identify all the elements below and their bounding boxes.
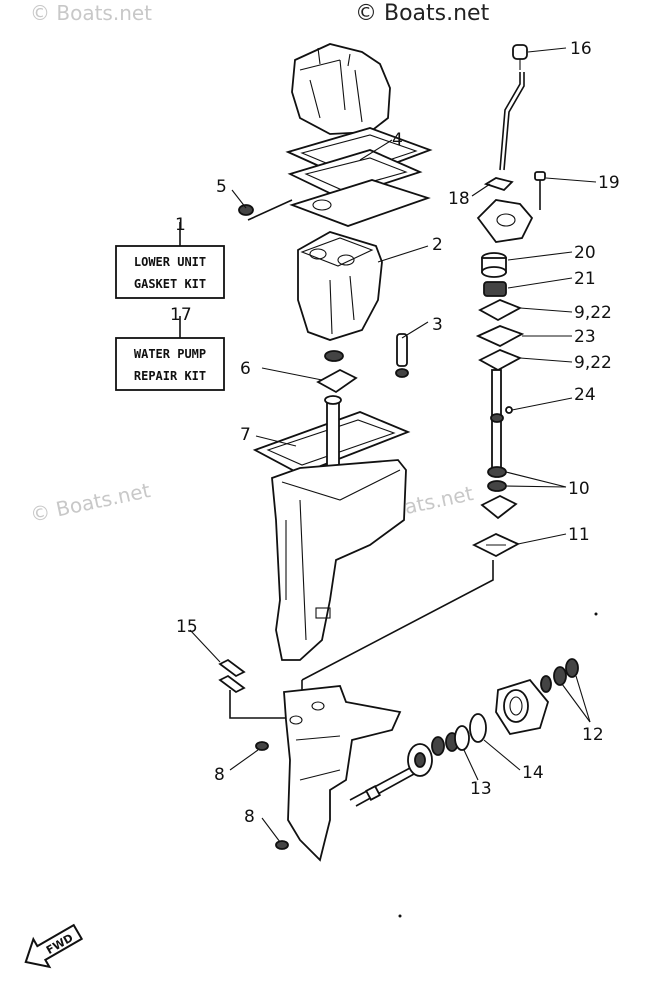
callout-23: 23 bbox=[574, 327, 596, 347]
assembly-line bbox=[301, 560, 494, 681]
callout-14: 14 bbox=[522, 763, 544, 783]
watermark: © Boats.net bbox=[30, 1, 152, 25]
water-tube-edge bbox=[503, 72, 525, 171]
part-21-impeller bbox=[483, 281, 507, 297]
callout-18: 18 bbox=[448, 189, 470, 209]
callout-8-drain: 8 bbox=[214, 765, 225, 785]
gearcase bbox=[283, 685, 402, 862]
bearing-housing bbox=[495, 678, 550, 736]
forward-gear bbox=[407, 743, 433, 777]
part-4-gasket bbox=[285, 127, 433, 199]
part-15-trim-tab-parts bbox=[218, 658, 246, 694]
kit-label-line: LOWER UNIT bbox=[134, 255, 206, 269]
part-18-grommet bbox=[483, 177, 514, 192]
callout-3: 3 bbox=[432, 315, 443, 335]
seal-ring bbox=[324, 350, 344, 362]
callout-16: 16 bbox=[570, 39, 592, 59]
propeller-shaft bbox=[349, 767, 415, 807]
callout-21: 21 bbox=[574, 269, 596, 289]
part-2-upper-casing bbox=[297, 231, 383, 341]
callout-15: 15 bbox=[176, 617, 198, 637]
lower-unit-gasket-kit-box: LOWER UNIT GASKET KIT bbox=[115, 245, 225, 299]
callout-2: 2 bbox=[432, 235, 443, 255]
dot bbox=[398, 914, 402, 918]
fwd-arrow: FWD bbox=[24, 923, 84, 969]
pump-housing bbox=[476, 199, 534, 243]
kit-label-line: WATER PUMP bbox=[134, 347, 206, 361]
part-8-vent-plug bbox=[275, 840, 289, 850]
callout-9-22-b: 9,22 bbox=[574, 353, 612, 373]
part-16-grommet bbox=[512, 44, 528, 70]
part-8-drain-plug bbox=[255, 741, 269, 751]
callout-11: 11 bbox=[568, 525, 590, 545]
callout-12: 12 bbox=[582, 725, 604, 745]
part-6-gasket bbox=[316, 368, 358, 394]
callout-20: 20 bbox=[574, 243, 596, 263]
part-3-dowel bbox=[395, 333, 409, 378]
callout-4: 4 bbox=[392, 130, 403, 150]
driveshaft-housing bbox=[271, 459, 407, 661]
callout-19: 19 bbox=[598, 173, 620, 193]
water-tube bbox=[499, 72, 521, 171]
kit-label-line: GASKET KIT bbox=[134, 277, 206, 291]
drive-shaft bbox=[490, 369, 504, 471]
callout-7: 7 bbox=[240, 425, 251, 445]
part-5-bolt bbox=[238, 204, 254, 216]
callout-1: 1 bbox=[175, 215, 186, 235]
part-23-plate bbox=[475, 325, 525, 348]
watermark: © Boats.net bbox=[28, 478, 152, 527]
powerhead-block bbox=[291, 43, 391, 135]
callout-6: 6 bbox=[240, 359, 251, 379]
leader-lines bbox=[189, 47, 597, 843]
callout-5: 5 bbox=[216, 177, 227, 197]
part-13-o-ring bbox=[454, 725, 470, 751]
watermark: © Boats.net bbox=[355, 1, 490, 26]
part-9-gasket-2 bbox=[478, 349, 523, 372]
callout-17: 17 bbox=[170, 305, 192, 325]
callout-13: 13 bbox=[470, 779, 492, 799]
part-24-key bbox=[505, 406, 513, 414]
dot bbox=[594, 612, 598, 616]
part-14-o-ring bbox=[469, 713, 487, 743]
callout-10: 10 bbox=[568, 479, 590, 499]
part-19-bolt bbox=[534, 171, 546, 210]
part-12-oil-seals bbox=[540, 658, 579, 693]
callout-24: 24 bbox=[574, 385, 596, 405]
part-20-cup bbox=[481, 252, 507, 278]
water-pump-repair-kit-box: WATER PUMP REPAIR KIT bbox=[115, 337, 225, 391]
bearings bbox=[431, 732, 459, 756]
part-9-gasket bbox=[478, 299, 523, 322]
seal-housing bbox=[480, 494, 518, 520]
callout-9-22-a: 9,22 bbox=[574, 303, 612, 323]
kit-label-line: REPAIR KIT bbox=[134, 369, 206, 383]
adapter-gasket bbox=[247, 179, 431, 227]
callouts: 1 2 3 4 5 6 7 8 8 9,22 9,22 10 11 12 13 … bbox=[170, 39, 620, 827]
part-10-oil-seals bbox=[487, 466, 507, 492]
callout-8-vent: 8 bbox=[244, 807, 255, 827]
